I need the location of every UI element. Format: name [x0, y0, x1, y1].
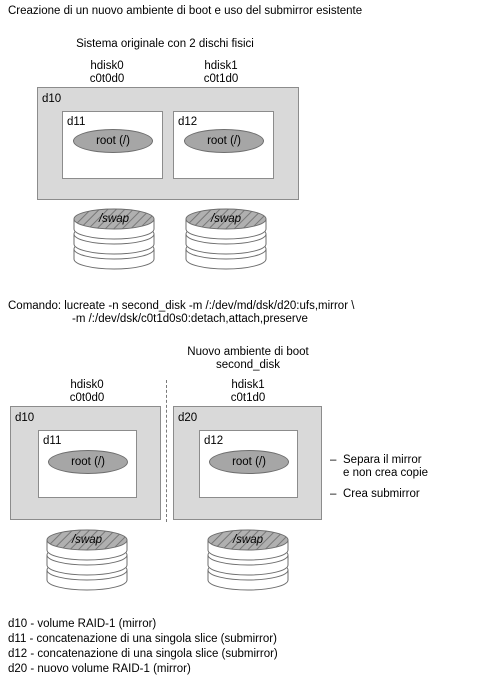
- legend-d20: d20 - nuovo volume RAID-1 (mirror): [8, 663, 191, 675]
- root-slice-d11: root (/): [73, 129, 153, 153]
- submirror-d11-box: d11 root (/): [62, 111, 163, 179]
- submirror-d12-bottom-box: d12 root (/): [199, 430, 298, 498]
- top-disk0-stack-icon: [73, 208, 155, 270]
- submirror-d12-box: d12 root (/): [173, 111, 274, 179]
- original-system-heading: Sistema originale con 2 dischi fisici: [76, 38, 254, 50]
- environment-divider: [166, 380, 167, 522]
- submirror-d11-label: d11: [67, 116, 86, 128]
- bottom-hdisk0-name: hdisk0: [70, 379, 104, 391]
- submirror-d11-bottom-box: d11 root (/): [38, 430, 137, 498]
- note-detach-line-1: Separa il mirror: [343, 454, 422, 466]
- figure-title: Creazione di un nuovo ambiente di boot e…: [8, 5, 363, 17]
- top-hdisk1-id: c0t1d0: [203, 73, 239, 85]
- top-hdisk1-name: hdisk1: [204, 60, 238, 72]
- bottom-disk0-stack-icon: [46, 529, 128, 591]
- root-slice-d12: root (/): [184, 129, 264, 153]
- submirror-d11-bottom-label: d11: [43, 435, 62, 447]
- root-slice-d11-bottom: root (/): [48, 450, 128, 474]
- top-disk0-swap-label: /swap: [98, 213, 130, 225]
- top-disk1-stack-icon: [185, 208, 267, 270]
- bottom-disk1-swap-label: /swap: [232, 534, 264, 546]
- new-boot-env-name: second_disk: [216, 359, 280, 371]
- note-dash-1: –: [330, 454, 337, 466]
- command-line-1: Comando: lucreate -n second_disk -m /:/d…: [8, 300, 355, 312]
- note-create-submirror: Crea submirror: [343, 488, 420, 500]
- bottom-disk0-swap-label: /swap: [71, 534, 103, 546]
- top-hdisk0-name: hdisk0: [90, 60, 124, 72]
- bottom-disk1-stack-icon: [207, 529, 289, 591]
- bottom-hdisk1-name: hdisk1: [231, 379, 265, 391]
- legend-d11: d11 - concatenazione di una singola slic…: [8, 633, 277, 645]
- note-dash-2: –: [330, 488, 337, 500]
- bottom-hdisk1-id: c0t1d0: [230, 392, 266, 404]
- new-boot-env-title: Nuovo ambiente di boot: [187, 346, 309, 358]
- submirror-d12-bottom-label: d12: [204, 435, 224, 447]
- submirror-d12-label: d12: [178, 116, 198, 128]
- mirror-d20-label: d20: [178, 412, 198, 424]
- legend-d10: d10 - volume RAID-1 (mirror): [8, 618, 157, 630]
- top-hdisk0-id: c0t0d0: [89, 73, 125, 85]
- bottom-hdisk0-id: c0t0d0: [69, 392, 105, 404]
- legend-d12: d12 - concatenazione di una singola slic…: [8, 648, 278, 660]
- mirror-d10-bottom-label: d10: [15, 412, 35, 424]
- root-slice-d12-bottom: root (/): [209, 450, 289, 474]
- top-disk1-swap-label: /swap: [210, 213, 242, 225]
- note-detach-line-2: e non crea copie: [343, 467, 429, 479]
- mirror-d10-label: d10: [42, 93, 62, 105]
- command-line-2: -m /:/dev/dsk/c0t1d0s0:detach,attach,pre…: [72, 313, 308, 325]
